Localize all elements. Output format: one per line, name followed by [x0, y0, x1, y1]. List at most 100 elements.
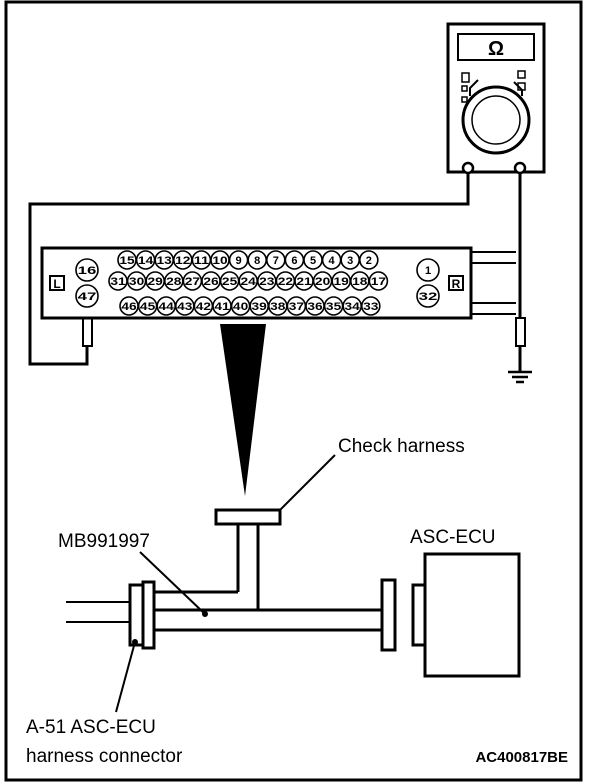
- harness-connector-leader-dot: [132, 639, 138, 645]
- connector-pin-1: 1: [416, 258, 440, 282]
- connector-pin-label: 13: [157, 255, 172, 267]
- connector-pin-13: 13: [154, 250, 174, 270]
- callout-pointer: [220, 324, 266, 496]
- svg-text:L: L: [53, 277, 60, 291]
- connector-pin-30: 30: [126, 271, 147, 291]
- connector-pin-label: 22: [278, 276, 293, 288]
- figure-frame: [4, 0, 583, 782]
- connector-pin-label: 18: [352, 276, 367, 288]
- connector-pin-32: 32: [416, 284, 440, 308]
- ecu-body: [423, 552, 521, 678]
- test-probe-right: [515, 317, 526, 372]
- ecu-connector: [411, 583, 427, 647]
- connector-pin-label: 6: [291, 255, 297, 267]
- connector-pin-6: 6: [284, 250, 305, 270]
- connector-pin-29: 29: [145, 271, 165, 291]
- connector-pin-label: 2: [366, 255, 372, 267]
- connector-pin-19: 19: [331, 271, 352, 291]
- figure-code: AC400817BE: [475, 749, 568, 766]
- connector-pin-label: 42: [196, 301, 211, 313]
- connector-pin-label: 36: [307, 301, 322, 313]
- connector-pin-22: 22: [275, 271, 296, 291]
- connector-pin-24: 24: [238, 271, 258, 291]
- harness-connector-label-line1: A-51 ASC-ECU: [26, 717, 156, 738]
- connector-pin-3: 3: [340, 250, 361, 270]
- meter-indicator-icon: [517, 70, 526, 79]
- connector-right-tag: [448, 275, 464, 291]
- connector-pin-7: 7: [265, 250, 286, 270]
- connector-pin-label: 41: [214, 301, 229, 313]
- connector-pin-label: 25: [222, 276, 237, 288]
- connector-pin-41: 41: [212, 296, 232, 316]
- connector-pin-38: 38: [267, 296, 288, 316]
- connector-pin-27: 27: [182, 271, 203, 291]
- connector-pin-label: 20: [315, 276, 330, 288]
- connector-pin-8: 8: [247, 250, 268, 270]
- connector-pin-label: 5: [310, 255, 316, 267]
- connector-pin-label: 3: [347, 255, 353, 267]
- harness-connector-right: [380, 578, 397, 652]
- meter-indicator-icon: [461, 72, 470, 83]
- connector-pin-label: 19: [334, 276, 349, 288]
- connector-pin-label: 30: [129, 276, 144, 288]
- connector-pin-label: 40: [233, 301, 248, 313]
- connector-pin-label: 1: [425, 265, 431, 277]
- connector-pin-label: 27: [185, 276, 200, 288]
- connector-pin-label: 34: [345, 301, 361, 313]
- ecu-label: ASC-ECU: [410, 527, 496, 548]
- harness-connector-flange: [141, 580, 156, 650]
- connector-pin-label: 4: [329, 255, 336, 267]
- meter-terminal-right: [513, 161, 527, 175]
- connector-pin-47: 47: [75, 284, 99, 308]
- connector-pin-2: 2: [358, 250, 379, 270]
- ohmmeter: Ω: [446, 22, 546, 175]
- meter-dial-ticks: [469, 79, 523, 96]
- connector-pin-5: 5: [303, 250, 323, 270]
- connector-pin-35: 35: [323, 296, 344, 316]
- connector-pin-label: 7: [273, 255, 279, 267]
- harness-assembly: [66, 508, 397, 652]
- connector-pin-label: 8: [254, 255, 260, 267]
- vehicle-harness-wires: [66, 601, 130, 623]
- connector-pin-43: 43: [175, 296, 195, 316]
- connector-pin-label: 9: [236, 255, 242, 267]
- svg-text:R: R: [452, 277, 461, 291]
- connector-pin-label: 29: [148, 276, 163, 288]
- connector-pin-36: 36: [305, 296, 325, 316]
- connector-pin-label: 45: [140, 301, 155, 313]
- connector-pin-21: 21: [294, 271, 314, 291]
- meter-dial-inner: [471, 95, 521, 145]
- connector-pin-44: 44: [156, 296, 176, 316]
- connector-pin-label: 16: [78, 265, 97, 277]
- connector-pin-label: 23: [259, 276, 274, 288]
- check-harness-label: Check harness: [338, 436, 465, 457]
- connector-pin-label: 24: [241, 276, 257, 288]
- connector-pin-26: 26: [201, 271, 221, 291]
- connector-pin-label: 37: [289, 301, 304, 313]
- ohmmeter-display: [457, 33, 535, 61]
- connector-pin-28: 28: [164, 271, 184, 291]
- connector-pin-45: 45: [137, 296, 158, 316]
- connector-pin-10: 10: [210, 250, 230, 270]
- check-harness-head: [214, 508, 282, 526]
- harness-connector-left: [128, 583, 145, 647]
- connector-pin-9: 9: [228, 250, 249, 270]
- connector-pin-37: 37: [286, 296, 307, 316]
- connector-pin-12: 12: [173, 250, 193, 270]
- harness-connector-label-line2: harness connector: [26, 746, 183, 767]
- connector-pin-34: 34: [342, 296, 363, 316]
- connector-pin-label: 26: [203, 276, 218, 288]
- connector-left-tag: [49, 275, 65, 291]
- connector-pin-label: 33: [363, 301, 378, 313]
- connector-pin-label: 43: [177, 301, 192, 313]
- connector-pin-label: 38: [270, 301, 285, 313]
- tool-label: MB991997: [58, 531, 150, 552]
- connector-pin-label: 35: [326, 301, 341, 313]
- connector-pin-46: 46: [119, 296, 139, 316]
- connector-pin-18: 18: [349, 271, 370, 291]
- connector-pin-39: 39: [249, 296, 270, 316]
- connector-pin-label: 14: [138, 255, 154, 267]
